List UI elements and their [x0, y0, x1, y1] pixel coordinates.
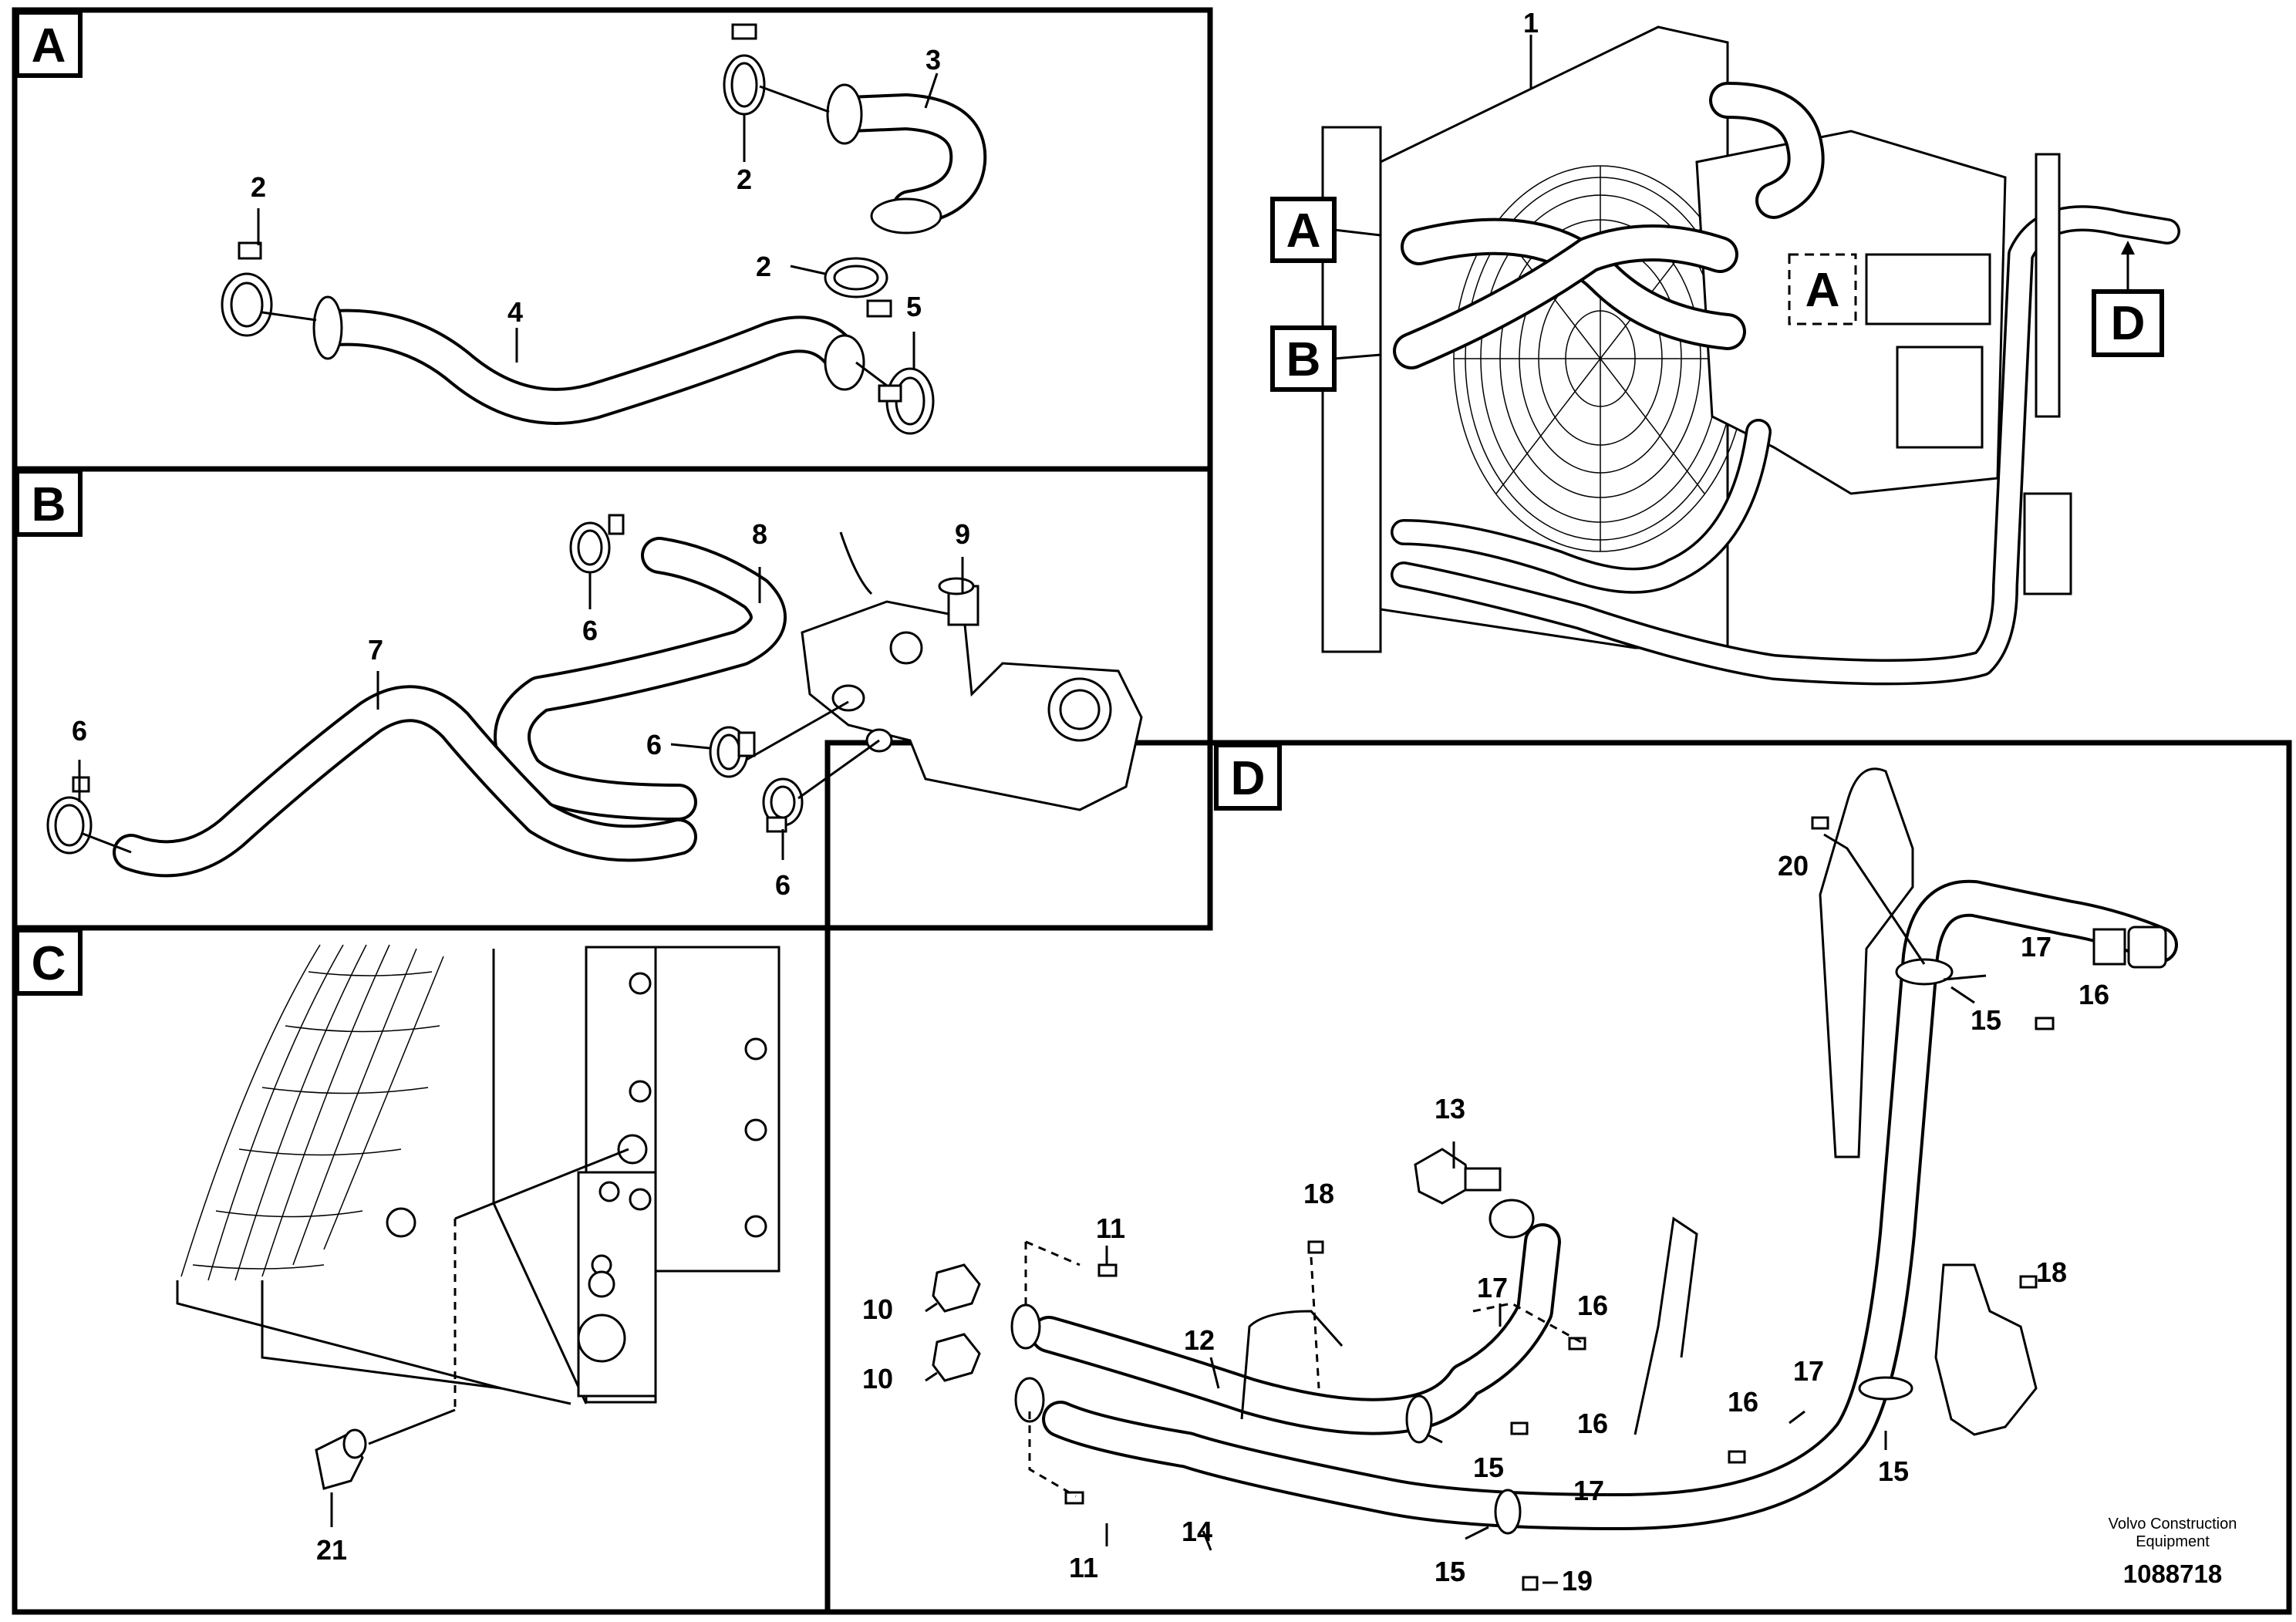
clamp-2-middle	[824, 257, 892, 318]
flange-10-bottom	[932, 1333, 1045, 1423]
panel-d-label-17: 14	[1182, 1516, 1212, 1547]
panel-a-label-3: 2	[251, 171, 266, 203]
panel-a-label-1: 3	[925, 44, 941, 76]
svg-text:A: A	[1805, 264, 1840, 317]
clamp-2-top	[723, 23, 766, 116]
svg-text:A: A	[32, 19, 66, 73]
panel-a-drawing	[221, 23, 987, 435]
panel-d-label-9: 12	[1184, 1324, 1215, 1356]
panel-a-label-0: 2	[737, 164, 752, 195]
fitting-13	[1414, 1148, 1535, 1239]
panel-d-label-5: 18	[1303, 1178, 1334, 1209]
hose-4-end-left	[312, 295, 343, 360]
hose-3-end-top	[826, 83, 863, 145]
panel-a-tag: A	[15, 10, 83, 78]
panel-d-label-12: 15	[1473, 1452, 1504, 1483]
callout-a-dashed: A	[1788, 253, 1857, 325]
clamp-6-left	[46, 776, 93, 855]
callout-b: B	[1270, 325, 1381, 392]
callout-a-left: A	[1270, 197, 1381, 263]
svg-text:D: D	[1231, 752, 1266, 805]
svg-text:C: C	[32, 937, 66, 990]
bracket-20	[1819, 767, 1914, 1158]
svg-text:B: B	[32, 478, 66, 531]
thermostat-housing-9	[801, 531, 1143, 811]
panel-d-label-20: 18	[2036, 1256, 2067, 1288]
panel-a-label-2: 2	[756, 251, 771, 282]
clamp-15-left	[1405, 1394, 1433, 1444]
overview-label-1: 1	[1523, 7, 1539, 39]
panel-b-tag: B	[15, 469, 83, 537]
hose-4-end-right	[824, 334, 865, 391]
panel-b-label-0: 8	[752, 518, 767, 550]
panel-d-label-3: 15	[1971, 1004, 2001, 1036]
panel-b-label-5: 6	[646, 729, 662, 760]
panel-d-label-1: 17	[2021, 931, 2052, 963]
fitting-21	[315, 1428, 367, 1490]
bracket-18	[1934, 1263, 2038, 1436]
panel-b-label-6: 6	[775, 869, 791, 901]
clamp-5	[878, 367, 935, 435]
panel-d-drawing	[925, 767, 2178, 1591]
panel-b-label-4: 6	[72, 715, 87, 747]
clamp-2-left	[221, 241, 273, 337]
flange-10-top	[932, 1263, 1041, 1350]
clamp-6-lower	[762, 777, 804, 833]
panel-d-label-10: 10	[862, 1293, 893, 1325]
panel-d-label-13: 16	[1577, 1408, 1608, 1439]
panel-d-label-0: 20	[1778, 850, 1809, 882]
clamp-15-mid	[1858, 1376, 1913, 1401]
panel-d-label-4: 13	[1435, 1093, 1465, 1125]
clamp-15-bottom	[1494, 1489, 1522, 1535]
panel-c-drawing	[176, 944, 781, 1527]
panel-d-label-18: 15	[1435, 1556, 1465, 1587]
panel-d-tag: D	[1214, 743, 1282, 811]
bracket-right	[2035, 153, 2061, 418]
panel-d-label-23: 15	[1878, 1455, 1909, 1487]
panel-d-label-8: 16	[1577, 1290, 1608, 1321]
panel-d-label-6: 11	[1096, 1212, 1125, 1244]
clamp-6-top	[569, 514, 625, 574]
panel-d-label-16: 11	[1069, 1552, 1098, 1583]
fan-grille	[180, 944, 444, 1281]
panel-b-label-1: 9	[955, 518, 970, 550]
panel-a-label-4: 4	[507, 296, 523, 328]
footer-company-line1: Volvo Construction	[2109, 1516, 2237, 1533]
panel-d-label-15: 15	[1435, 1556, 1465, 1587]
panel-d-label-7: 17	[1477, 1272, 1508, 1303]
panel-d-frame	[824, 740, 2292, 1615]
svg-text:A: A	[1286, 204, 1321, 258]
panel-b-label-3: 7	[368, 634, 383, 666]
port-21-target	[617, 1134, 648, 1165]
panel-d-label-19: 19	[1562, 1565, 1593, 1597]
mount-bolt	[386, 1207, 416, 1238]
panel-c-label-0: 21	[316, 1534, 347, 1566]
clamp-6-middle	[709, 726, 756, 778]
panel-d-label-2: 16	[2079, 979, 2109, 1010]
document-number: 1088718	[2123, 1560, 2222, 1588]
panel-d-label-14: 17	[1573, 1475, 1604, 1506]
panel-a-label-5: 5	[906, 291, 922, 322]
panel-d-label-11: 10	[862, 1363, 893, 1394]
panel-c-tag: C	[15, 928, 83, 996]
hose-3-end-bottom	[870, 197, 942, 234]
panel-b-label-2: 6	[582, 615, 598, 646]
svg-text:D: D	[2111, 297, 2146, 350]
callout-d: D	[2092, 241, 2164, 357]
hose-end-nut-right	[2092, 926, 2167, 969]
svg-text:B: B	[1286, 333, 1321, 386]
footer-company-line2: Equipment	[2136, 1533, 2210, 1550]
overview-drawing	[1321, 25, 2180, 686]
panel-d-label-22: 17	[1793, 1355, 1824, 1387]
panel-d-label-21: 16	[1728, 1386, 1758, 1418]
clamp-15-upper	[1895, 958, 1954, 986]
panel-b-drawing	[46, 514, 1143, 878]
